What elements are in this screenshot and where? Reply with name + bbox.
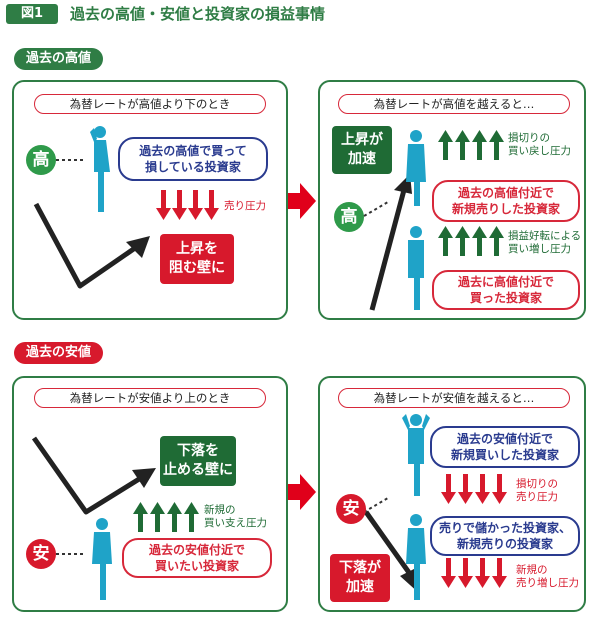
support-buy-arrows (133, 502, 199, 532)
box-accelerate-down: 下落が加速 (330, 554, 390, 602)
label-stoploss-sell: 損切りの売り圧力 (516, 478, 558, 503)
label-sell-pressure: 売り圧力 (224, 200, 266, 212)
box-wall-low: 下落を止める壁に (160, 436, 236, 486)
price-line-high-right (363, 130, 504, 311)
sell-pressure-arrows (156, 190, 219, 220)
label-add-sell-pressure: 新規の売り増し圧力 (516, 564, 579, 589)
panel-low-left: 為替レートが安値より上のとき 下落を止める壁に 新規の買い支え圧力 安 過去の安… (12, 376, 288, 612)
box-wall-high: 上昇を阻む壁に (160, 234, 234, 284)
bubble-low-left: 過去の安値付近で買いたい投資家 (122, 538, 272, 578)
buy-pressure-arrows-1 (438, 130, 504, 160)
panel-low-right: 為替レートが安値を越えると… 過去の安値付近で新規買いした投資家 損切りの売り圧… (318, 376, 586, 612)
investor-figure (406, 130, 426, 310)
caption-low-left: 為替レートが安値より上のとき (34, 388, 266, 408)
sell-pressure-arrows-1 (441, 474, 507, 504)
box-accelerate-up: 上昇が加速 (332, 126, 392, 174)
price-line-low-left (31, 436, 199, 600)
label-support-pressure: 新規の買い支え圧力 (204, 504, 267, 529)
investor-figure (92, 518, 112, 600)
section-label-low: 過去の安値 (14, 342, 104, 364)
high-marker: 高 (26, 145, 56, 175)
buy-pressure-arrows-2 (438, 226, 504, 256)
panel-high-right: 為替レートが高値を越えると… 上昇が加速 高 損切りの買い戻し圧力 過去 (318, 80, 586, 320)
sell-pressure-arrows-2 (441, 558, 507, 588)
price-line-low-right (363, 414, 507, 600)
investor-figure (402, 414, 430, 600)
bubble-low-right-1: 過去の安値付近で新規買いした投資家 (430, 426, 580, 468)
label-buyback-pressure: 損切りの買い戻し圧力 (508, 132, 571, 157)
investor-figure (90, 126, 110, 212)
figure-label: 図1 (6, 4, 58, 24)
caption-high-left: 為替レートが高値より下のとき (34, 94, 266, 114)
panel-high-left: 為替レートが高値より下のとき 高 過去の高値で買って損している投資家 売り圧力 … (12, 80, 288, 320)
figure-title: 過去の高値・安値と投資家の損益事情 (70, 5, 326, 23)
caption-low-right: 為替レートが安値を越えると… (338, 388, 570, 408)
bubble-low-right-2: 売りで儲かった投資家、新規売りの投資家 (430, 516, 580, 556)
bubble-high-right-2: 過去に高値付近で買った投資家 (432, 270, 580, 310)
label-add-buy-pressure: 損益好転による買い増し圧力 (508, 230, 582, 255)
arrow-next-low (288, 474, 316, 510)
price-line-high-left (33, 126, 219, 289)
low-marker-right: 安 (336, 494, 366, 524)
section-label-high: 過去の高値 (14, 48, 104, 70)
arrow-next-high (288, 183, 316, 219)
low-marker: 安 (26, 539, 56, 569)
bubble-high-left: 過去の高値で買って損している投資家 (118, 137, 268, 181)
bubble-high-right-1: 過去の高値付近で新規売りした投資家 (432, 180, 580, 222)
caption-high-right: 為替レートが高値を越えると… (338, 94, 570, 114)
high-marker-right: 高 (334, 202, 364, 232)
